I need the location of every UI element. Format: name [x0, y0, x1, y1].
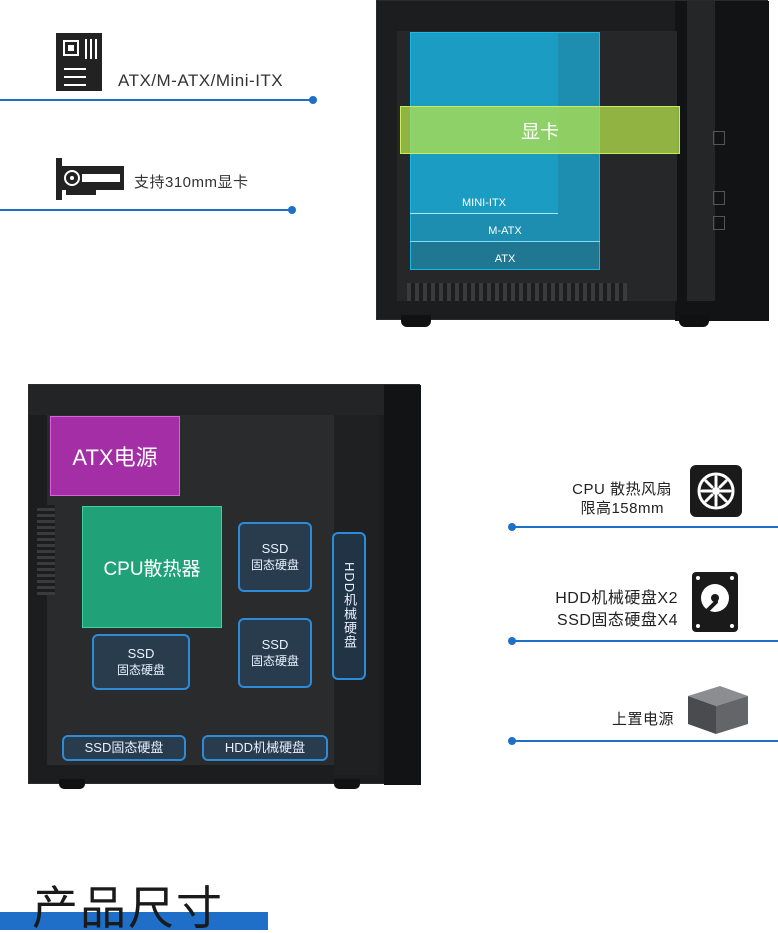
main-case-foot-left	[59, 779, 85, 789]
bottom-hdd-bay: HDD机械硬盘	[202, 735, 328, 761]
bottom-hdd-bay-label: HDD机械硬盘	[224, 740, 306, 755]
section-title-underline	[0, 912, 268, 930]
fan-feature-dot	[508, 523, 516, 531]
motherboard-icon	[56, 33, 102, 91]
motherboard-feature-dot	[309, 96, 317, 104]
main-case-side-panel	[384, 385, 421, 785]
graphics-card-feature-label: 支持310mm显卡	[134, 174, 249, 191]
fan-feature-line1: CPU 散热风扇	[572, 481, 672, 498]
board-zone-atx-label: ATX	[494, 253, 516, 265]
case-foot-right	[679, 315, 709, 327]
ssd-bay-lower-line1: SSD	[261, 637, 289, 652]
hdd-feature-line1: HDD机械硬盘X2	[555, 590, 678, 607]
graphics-card-feature: 支持310mm显卡	[0, 150, 300, 220]
case-slot-2	[713, 191, 725, 205]
ssd-bay-back-line2: 固态硬盘	[116, 663, 165, 677]
cpu-cooler-zone: CPU散热器	[82, 506, 222, 628]
case-rear-panel	[687, 1, 715, 301]
fan-icon	[690, 465, 742, 517]
psu-feature-bar	[512, 740, 778, 742]
case-floor-vent	[407, 283, 627, 301]
cpu-cooler-zone-label: CPU散热器	[103, 558, 201, 580]
psu-feature-line1: 上置电源	[611, 711, 674, 728]
board-zone-matx-label: M-ATX	[488, 225, 522, 237]
graphics-card-feature-bar	[0, 209, 292, 211]
hdd-feature-line2: SSD固态硬盘X4	[557, 612, 678, 629]
hdd-feature-dot	[508, 637, 516, 645]
bottom-ssd-bay-label: SSD固态硬盘	[84, 740, 164, 755]
hdd-bay-vertical-label: HDD机械硬盘	[342, 562, 357, 650]
motherboard-feature-label: ATX/M-ATX/Mini-ITX	[118, 71, 284, 90]
hard-drive-icon	[692, 572, 738, 632]
ssd-bay-back-line1: SSD	[127, 646, 155, 661]
fan-feature-line2: 限高158mm	[580, 500, 664, 517]
case-foot-left	[401, 315, 431, 327]
ssd-bay-upper-line2: 固态硬盘	[250, 558, 299, 572]
case-slot-1	[713, 131, 725, 145]
section-title: 产品尺寸	[32, 882, 224, 933]
fan-feature-bar	[512, 526, 778, 528]
main-case-rear-column	[334, 415, 379, 775]
ssd-bay-upper-line1: SSD	[261, 541, 289, 556]
main-case-foot-right	[334, 779, 360, 789]
motherboard-feature-bar	[0, 99, 313, 101]
hdd-feature-bar	[512, 640, 778, 642]
graphics-card-feature-dot	[288, 206, 296, 214]
hdd-bay-vertical: HDD机械硬盘	[332, 532, 366, 680]
psu-zone-label: ATX电源	[72, 445, 158, 470]
motherboard-feature: ATX/M-ATX/Mini-ITX	[0, 28, 330, 108]
power-supply-icon	[682, 682, 752, 738]
main-case-top-rail	[29, 385, 384, 415]
gpu-zone-label: 显卡	[520, 121, 559, 143]
main-case-vent-left	[37, 505, 55, 595]
board-zone-mini-itx-label: MINI-ITX	[462, 197, 506, 209]
ssd-bay-lower-line2: 固态硬盘	[250, 654, 299, 668]
gpu-zone: 显卡	[400, 106, 680, 154]
ssd-bay-upper: SSD 固态硬盘	[238, 522, 312, 592]
case-slot-3	[713, 216, 725, 230]
ssd-bay-back: SSD 固态硬盘	[92, 634, 190, 690]
psu-feature-dot	[508, 737, 516, 745]
graphics-card-icon	[56, 158, 124, 200]
psu-zone: ATX电源	[50, 416, 180, 496]
ssd-bay-lower: SSD 固态硬盘	[238, 618, 312, 688]
bottom-ssd-bay: SSD固态硬盘	[62, 735, 186, 761]
